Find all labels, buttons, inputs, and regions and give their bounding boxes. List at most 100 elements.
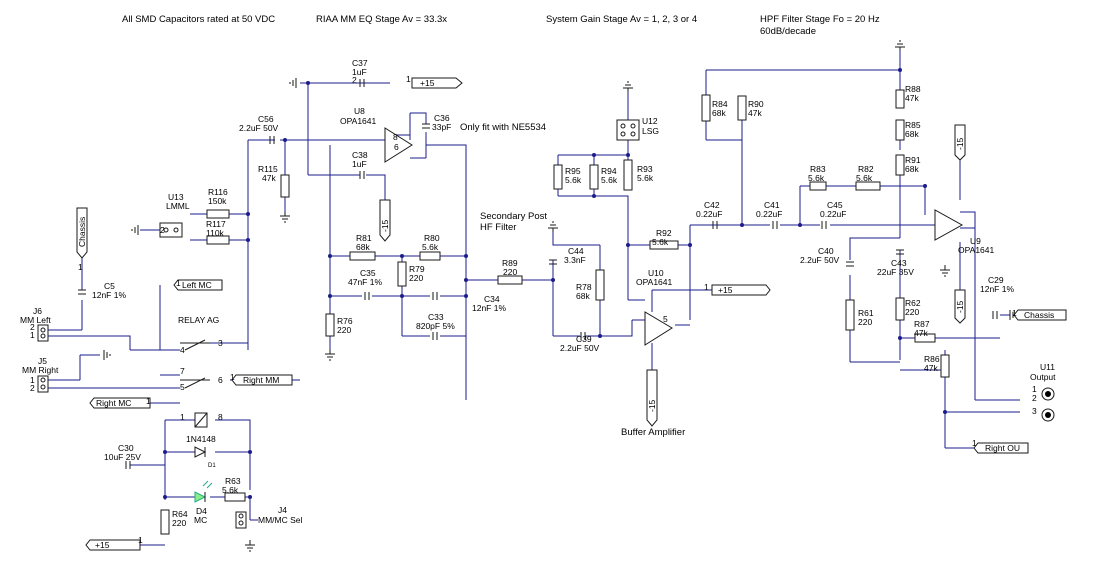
val-r84: 68k (712, 108, 726, 118)
label-u8: U8 (354, 106, 365, 116)
svg-text:1: 1 (1012, 308, 1017, 318)
label-minus15-u8: -15 (380, 219, 390, 232)
svg-text:3: 3 (1032, 406, 1037, 416)
label-minus15-u9-bot: -15 (955, 300, 965, 313)
ref-r91: R91 (905, 155, 921, 165)
ref-r79: R79 (409, 264, 425, 274)
val-r88: 47k (905, 93, 919, 103)
flag-right-out (973, 442, 1029, 454)
svg-text:6: 6 (218, 375, 223, 385)
svg-text:1: 1 (176, 278, 181, 288)
resistor-r86 (940, 354, 950, 378)
label-j4: J4 (278, 505, 287, 515)
resistor-r76 (325, 313, 335, 337)
svg-text:6: 6 (394, 142, 399, 152)
flag-left-mc (173, 279, 223, 291)
label-minus15-u9-top: -15 (955, 137, 965, 150)
ground-symbol-6 (623, 81, 633, 92)
capacitor-c41 (772, 221, 778, 229)
note-riaa: RIAA MM EQ Stage Av = 33.3x (316, 14, 447, 25)
svg-text:1: 1 (30, 375, 35, 385)
label-j6-name: MM Left (20, 315, 51, 325)
resistor-r83 (809, 181, 827, 191)
flag-minus15-u9-top (954, 124, 966, 161)
label-right-out: Right OU (985, 443, 1020, 453)
note-system-gain: System Gain Stage Av = 1, 2, 3 or 4 (546, 14, 697, 25)
svg-text:1: 1 (146, 396, 151, 406)
ground-symbol-3 (131, 225, 139, 235)
label-j5-name: MM Right (22, 365, 59, 375)
capacitor-c44 (549, 259, 557, 265)
svg-text:5: 5 (180, 382, 185, 392)
svg-text:1: 1 (180, 412, 185, 422)
label-d4: D4 (196, 506, 207, 516)
svg-text:7: 7 (180, 366, 185, 376)
resistor-r94 (589, 164, 599, 190)
val-c41: 0.22uF (756, 209, 782, 219)
ref-r84: R84 (712, 99, 728, 109)
net-flags (76, 77, 1067, 551)
val-c29: 12nF 1% (980, 284, 1014, 294)
capacitor-c45 (821, 221, 827, 229)
net-labels: +15 -15 +15 -15 -15 -15 +15 Chassis Chas… (20, 78, 1056, 550)
ref-c33: C33 (428, 312, 444, 322)
ref-c44: C44 (568, 246, 584, 256)
label-j6: J6 (33, 306, 42, 316)
component-labels: C37 1uF C36 33pF C38 1uF C56 2.2uF 50V R… (92, 58, 1014, 528)
val-c39: 2.2uF 50V (560, 343, 600, 353)
ref-r95: R95 (565, 166, 581, 176)
ref-c40: C40 (818, 246, 834, 256)
opamp-u9 (934, 209, 964, 241)
flag-plus15-top (411, 77, 463, 89)
ref-c45: C45 (827, 200, 843, 210)
svg-text:3: 3 (218, 338, 223, 348)
capacitor-c37 (359, 79, 365, 87)
resistor-r85 (895, 119, 905, 141)
label-u9-part: OPA1641 (958, 245, 995, 255)
val-r92: 5.6k (652, 237, 669, 247)
flag-plus15-bottom (85, 539, 141, 551)
ref-c39: C39 (576, 334, 592, 344)
ref-r62: R62 (905, 298, 921, 308)
opamp-u10 (644, 311, 673, 346)
ref-c42: C42 (704, 200, 720, 210)
val-r116: 150k (208, 196, 227, 206)
label-diode: 1N4148 (186, 434, 216, 444)
capacitor-c42 (712, 221, 718, 229)
ref-r90: R90 (748, 99, 764, 109)
ref-r89: R89 (502, 258, 518, 268)
val-r76: 220 (337, 325, 351, 335)
val-r78: 68k (576, 291, 590, 301)
ref-r94: R94 (601, 166, 617, 176)
resistor-r82 (855, 181, 881, 191)
ref-c34: C34 (484, 294, 500, 304)
resistor-r88 (895, 89, 905, 109)
resistor-r115 (280, 174, 290, 198)
resistor-r64 (160, 509, 170, 535)
label-plus15-u10: +15 (718, 285, 733, 295)
label-u11-name: Output (1030, 372, 1056, 382)
note-hf-filter: HF Filter (480, 222, 516, 233)
ref-r80: R80 (424, 233, 440, 243)
val-r83: 5.6k (808, 173, 825, 183)
label-u10-part: OPA1641 (636, 277, 673, 287)
resistor-r81 (349, 251, 376, 261)
ref-r115: R115 (258, 164, 278, 174)
ref-r83: R83 (810, 164, 826, 174)
svg-text:2: 2 (30, 322, 35, 332)
val-r64: 220 (172, 518, 186, 528)
ref-c56: C56 (258, 114, 274, 124)
val-r90: 47k (748, 108, 762, 118)
ref-r85: R85 (905, 120, 921, 130)
note-hpf: HPF Filter Stage Fo = 20 Hz (760, 14, 880, 25)
label-relay: RELAY AG (178, 315, 219, 325)
resistor-r61 (845, 299, 855, 331)
val-r91: 68k (905, 164, 919, 174)
ref-c29: C29 (988, 275, 1004, 285)
label-d4-name: MC (194, 515, 207, 525)
val-c34: 12nF 1% (472, 303, 506, 313)
val-r115: 47k (262, 173, 276, 183)
label-minus15-u10: -15 (647, 399, 657, 412)
resistor-r90 (737, 95, 747, 121)
ref-r86: R86 (924, 354, 940, 364)
